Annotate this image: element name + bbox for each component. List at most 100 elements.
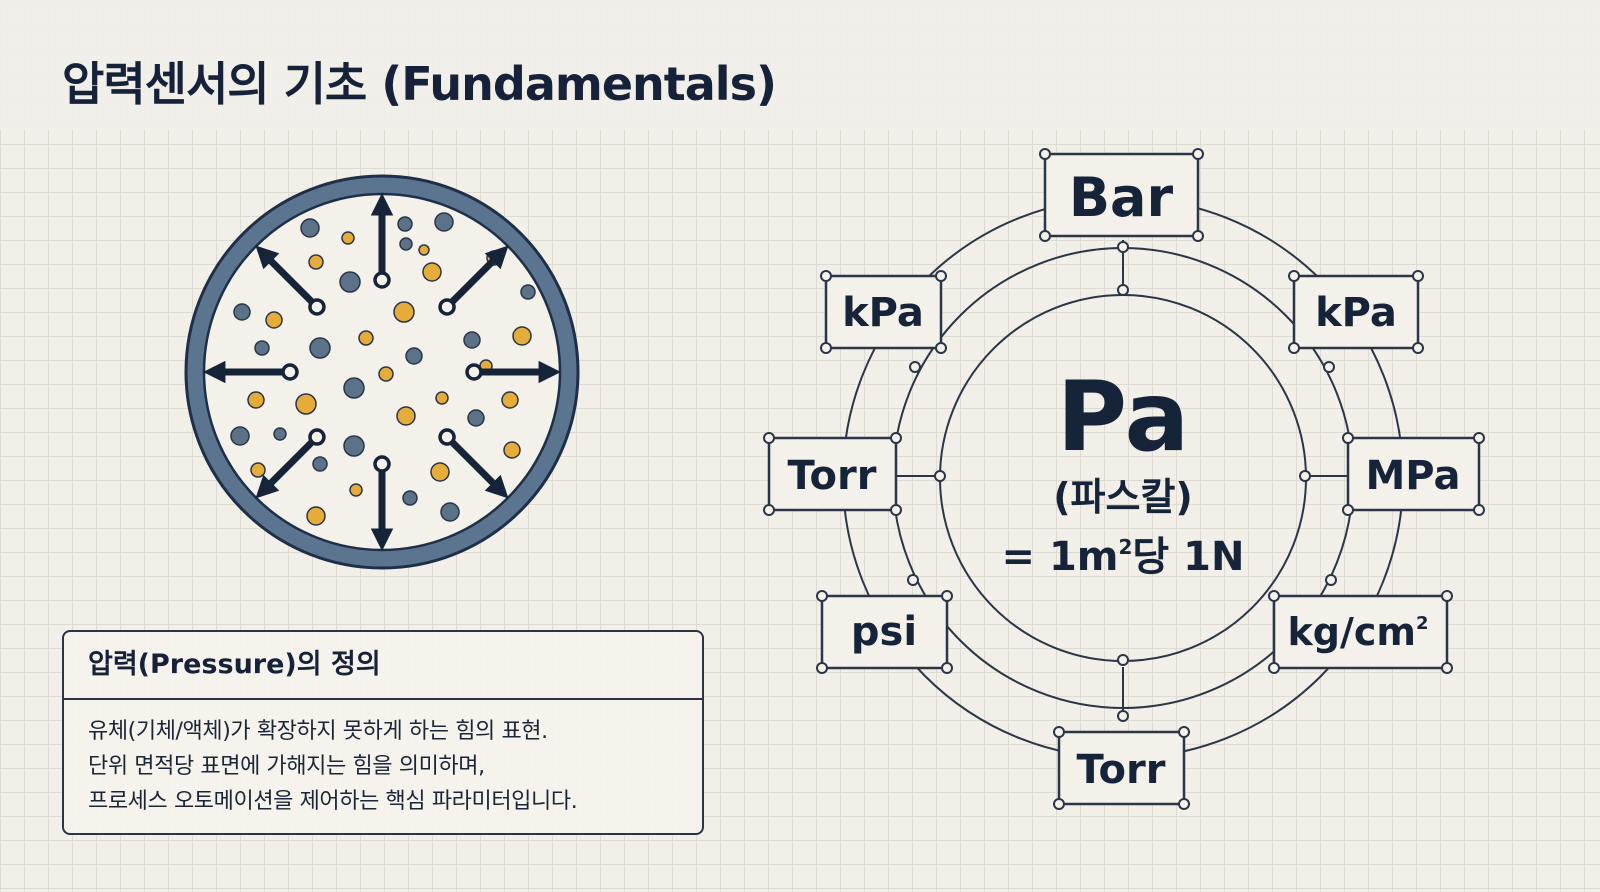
box-corner-handle xyxy=(816,590,828,602)
gas-particle-icon xyxy=(435,391,449,405)
gas-particle-icon xyxy=(306,506,326,526)
gas-particle-icon xyxy=(343,377,365,399)
center-formula: = 1m2당 1N xyxy=(1002,534,1245,580)
gas-particle-icon xyxy=(434,212,454,232)
gas-particle-icon xyxy=(467,409,485,427)
gas-particle-icon xyxy=(397,216,413,232)
definition-line: 유체(기체/액체)가 확장하지 못하게 하는 힘의 표현. xyxy=(88,719,548,744)
definition-line: 단위 면적당 표면에 가해지는 힘을 의미하며, xyxy=(88,754,485,779)
definition-title: 압력(Pressure)의 정의 xyxy=(64,632,702,700)
gas-particle-icon xyxy=(405,347,423,365)
box-corner-handle xyxy=(763,504,775,516)
node-dot xyxy=(907,574,919,586)
gas-particle-icon xyxy=(430,462,450,482)
box-corner-handle xyxy=(1342,432,1354,444)
gas-particle-icon xyxy=(254,340,270,356)
box-corner-handle xyxy=(1192,230,1204,242)
gas-particle-icon xyxy=(250,462,266,478)
gas-particle-icon xyxy=(339,271,361,293)
gas-particle-icon xyxy=(341,231,355,245)
node-dot xyxy=(1325,574,1337,586)
node-dot xyxy=(1117,284,1129,296)
box-corner-handle xyxy=(941,590,953,602)
outward-pressure-arrow-icon xyxy=(444,434,509,499)
node-dot xyxy=(1323,361,1335,373)
gas-particle-icon xyxy=(520,284,536,300)
arrow-origin-dot xyxy=(465,363,483,381)
box-corner-handle xyxy=(890,504,902,516)
unit-label-mpa: MPa xyxy=(1365,453,1460,499)
title-band xyxy=(0,0,1600,130)
gas-particle-icon xyxy=(393,301,415,323)
arrow-origin-dot xyxy=(308,298,326,316)
gas-particle-icon xyxy=(312,456,328,472)
box-corner-handle xyxy=(1192,148,1204,160)
node-dot xyxy=(934,470,946,482)
definition-body: 유체(기체/액체)가 확장하지 못하게 하는 힘의 표현. 단위 면적당 표면에… xyxy=(64,700,702,819)
node-dot xyxy=(1117,654,1129,666)
box-corner-handle xyxy=(820,270,832,282)
gas-particle-icon xyxy=(233,303,251,321)
gas-particle-icon xyxy=(230,426,250,446)
box-corner-handle xyxy=(1288,270,1300,282)
gas-particle-icon xyxy=(418,244,430,256)
box-corner-handle xyxy=(1268,590,1280,602)
box-corner-handle xyxy=(935,342,947,354)
gas-particle-icon xyxy=(300,218,320,238)
box-corner-handle xyxy=(1441,662,1453,674)
box-corner-handle xyxy=(816,662,828,674)
definition-box: 압력(Pressure)의 정의 유체(기체/액체)가 확장하지 못하게 하는 … xyxy=(62,630,704,835)
gas-particle-icon xyxy=(358,330,374,346)
gas-particle-icon xyxy=(349,483,363,497)
gas-particle-icon xyxy=(265,311,283,329)
center-unit-name: (파스칼) xyxy=(1053,475,1193,519)
unit-box-bar: Bar xyxy=(1043,152,1200,238)
box-corner-handle xyxy=(1039,230,1051,242)
gas-particle-icon xyxy=(247,391,265,409)
outward-pressure-arrow-icon xyxy=(255,434,320,499)
box-corner-handle xyxy=(1441,590,1453,602)
arrow-origin-dot xyxy=(281,363,299,381)
gas-particle-icon xyxy=(402,490,418,506)
unit-box-psi: psi xyxy=(820,594,949,670)
box-corner-handle xyxy=(1412,270,1424,282)
box-corner-handle xyxy=(1342,504,1354,516)
pressure-arrows xyxy=(203,193,561,551)
arrow-origin-dot xyxy=(373,271,391,289)
gas-particle-icon xyxy=(295,393,317,415)
gas-particle-icon xyxy=(440,502,460,522)
unit-label-bar: Bar xyxy=(1069,166,1174,229)
node-dot xyxy=(1117,241,1129,253)
outward-pressure-arrow-icon xyxy=(255,245,320,310)
box-corner-handle xyxy=(941,662,953,674)
arrow-origin-dot xyxy=(438,428,456,446)
box-corner-handle xyxy=(1268,662,1280,674)
outward-pressure-arrow-icon xyxy=(444,245,509,310)
gas-particle-icon xyxy=(378,366,394,382)
arrow-origin-dot xyxy=(308,428,326,446)
box-corner-handle xyxy=(1473,432,1485,444)
gas-particle-icon xyxy=(512,326,532,346)
gas-particle-icon xyxy=(399,237,413,251)
node-dot xyxy=(1299,470,1311,482)
box-corner-handle xyxy=(1288,342,1300,354)
unit-box-kgcm2: kg/cm2 xyxy=(1272,594,1449,670)
gas-particle-icon xyxy=(343,435,365,457)
node-dot xyxy=(1117,710,1129,722)
box-corner-handle xyxy=(1039,148,1051,160)
node-dot xyxy=(909,361,921,373)
gas-particle-icon xyxy=(308,254,324,270)
gas-particle-icon xyxy=(501,391,519,409)
gas-particle-icon xyxy=(396,406,416,426)
box-corner-handle xyxy=(820,342,832,354)
unit-box-kpa-left: kPa xyxy=(824,274,943,350)
unit-box-kpa-right: kPa xyxy=(1292,274,1420,350)
gas-particle-icon xyxy=(309,337,331,359)
gas-particle-icon xyxy=(463,331,481,349)
box-corner-handle xyxy=(890,432,902,444)
gas-particle-icon xyxy=(273,427,287,441)
box-corner-handle xyxy=(763,432,775,444)
unit-label-kpa-right: kPa xyxy=(1315,290,1397,336)
gas-particle-icon xyxy=(503,441,521,459)
unit-box-torr-bottom: Torr xyxy=(1057,730,1186,806)
